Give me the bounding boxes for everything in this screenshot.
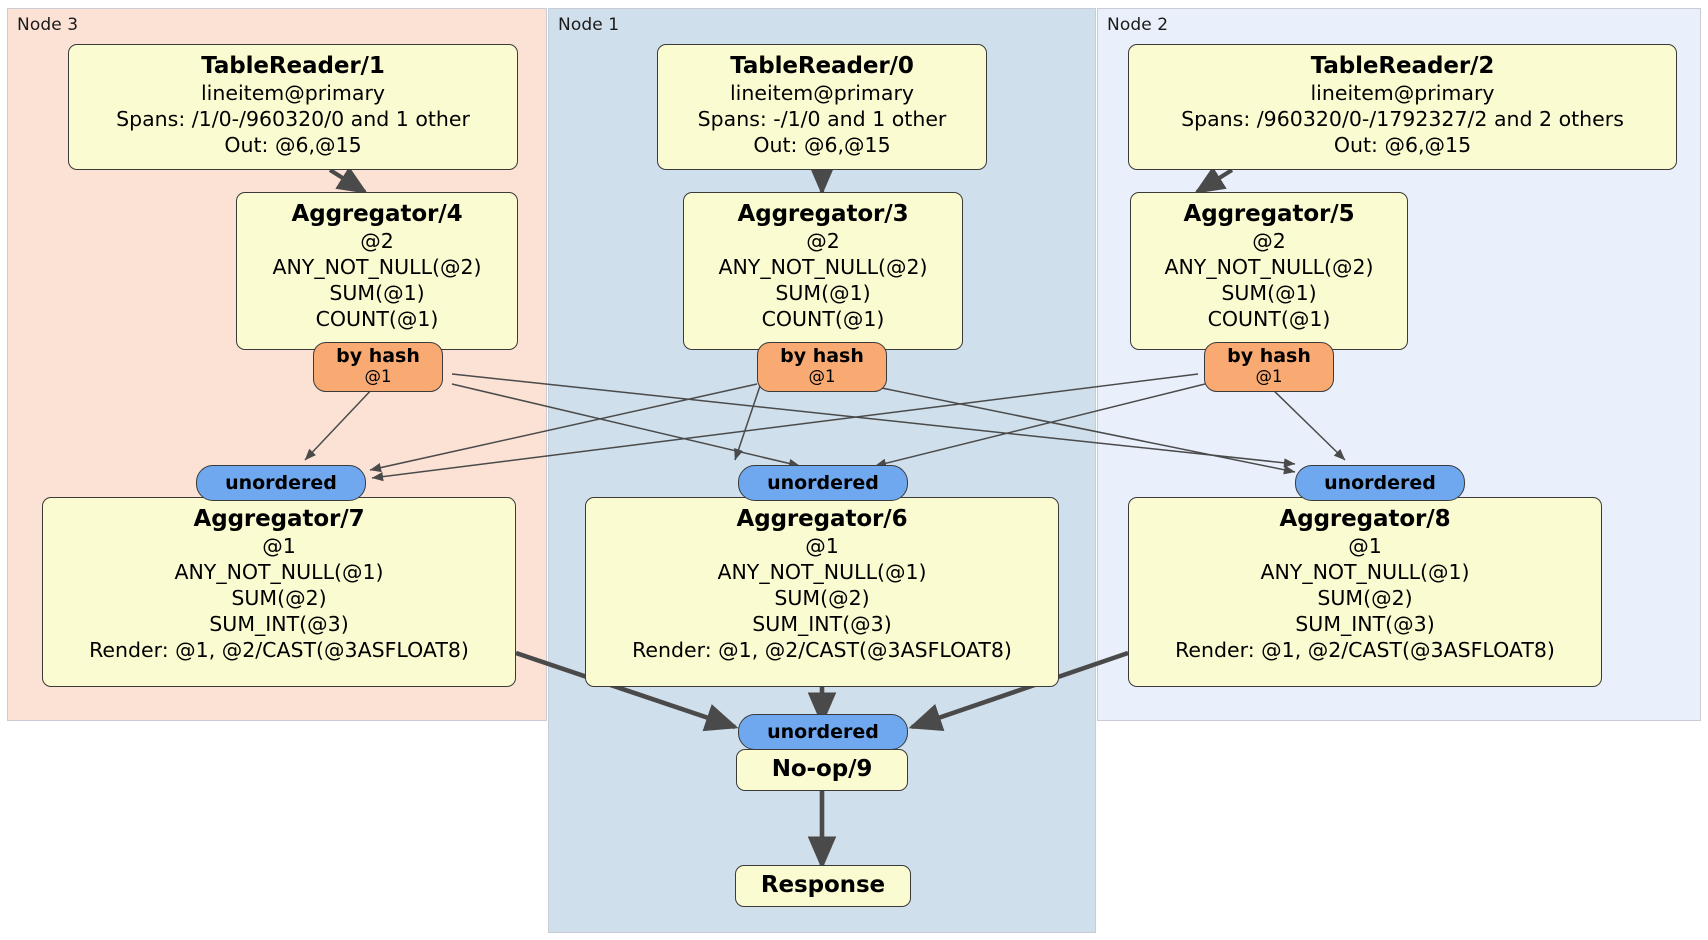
processor-tablereader-2[interactable]: TableReader/2 lineitem@primary Spans: /9…: [1128, 44, 1677, 170]
router-label: by hash: [780, 345, 864, 367]
processor-line: ANY_NOT_NULL(@2): [1164, 255, 1374, 280]
edge-hash5-sync7: [371, 373, 1199, 482]
router-column: @1: [364, 366, 392, 386]
edge-tr2-agg5: [1194, 166, 1234, 194]
processor-line: lineitem@primary: [200, 81, 386, 106]
processor-line: @2: [806, 229, 840, 254]
synchronizer-unordered-agg6[interactable]: unordered: [738, 465, 908, 501]
processor-line: @2: [360, 229, 394, 254]
edge-agg8-sync9: [908, 650, 1129, 731]
edge-hash4-sync7: [304, 385, 376, 461]
synchronizer-unordered-agg7[interactable]: unordered: [196, 465, 366, 501]
processor-line: SUM_INT(@3): [752, 612, 892, 637]
processor-title: No-op/9: [771, 756, 873, 782]
processor-title: TableReader/0: [730, 53, 914, 79]
processor-line: @1: [805, 534, 839, 559]
region-label-node-1: Node 1: [558, 15, 620, 35]
processor-line: SUM(@2): [774, 586, 870, 611]
processor-line: ANY_NOT_NULL(@1): [717, 560, 927, 585]
processor-line: @1: [1348, 534, 1382, 559]
processor-line: SUM(@2): [1317, 586, 1413, 611]
processor-line: Out: @6,@15: [1333, 133, 1472, 158]
processor-title: TableReader/1: [201, 53, 385, 79]
processor-aggregator-5[interactable]: Aggregator/5 @2 ANY_NOT_NULL(@2) SUM(@1)…: [1130, 192, 1408, 350]
router-by-hash-agg3[interactable]: by hash @1: [757, 342, 887, 392]
synchronizer-unordered-agg8[interactable]: unordered: [1295, 465, 1465, 501]
processor-line: lineitem@primary: [729, 81, 915, 106]
synchronizer-label: unordered: [767, 472, 879, 494]
processor-title: Aggregator/5: [1183, 201, 1355, 227]
processor-line: Render: @1, @2/CAST(@3ASFLOAT8): [89, 638, 469, 663]
processor-aggregator-8[interactable]: Aggregator/8 @1 ANY_NOT_NULL(@1) SUM(@2)…: [1128, 497, 1602, 687]
region-label-node-2: Node 2: [1107, 15, 1169, 35]
processor-title: Aggregator/7: [193, 506, 365, 532]
processor-line: ANY_NOT_NULL(@2): [272, 255, 482, 280]
router-column: @1: [808, 366, 836, 386]
edge-agg7-sync9: [515, 650, 739, 732]
processor-line: ANY_NOT_NULL(@1): [174, 560, 384, 585]
processor-line: ANY_NOT_NULL(@2): [718, 255, 928, 280]
processor-line: SUM(@1): [775, 281, 871, 306]
processor-line: Spans: /1/0-/960320/0 and 1 other: [116, 107, 470, 132]
processor-title: Aggregator/8: [1279, 506, 1451, 532]
router-label: by hash: [336, 345, 420, 367]
edge-hash3-sync8: [861, 383, 1296, 475]
edge-tr1-agg4: [328, 166, 368, 194]
processor-line: @2: [1252, 229, 1286, 254]
region-label-node-3: Node 3: [17, 15, 79, 35]
edge-hash5-sync8: [1268, 385, 1346, 461]
processor-aggregator-4[interactable]: Aggregator/4 @2 ANY_NOT_NULL(@2) SUM(@1)…: [236, 192, 518, 350]
router-label: by hash: [1227, 345, 1311, 367]
router-by-hash-agg4[interactable]: by hash @1: [313, 342, 443, 392]
processor-response[interactable]: Response: [735, 865, 911, 907]
processor-line: COUNT(@1): [315, 307, 439, 332]
edge-hash4-sync6: [451, 383, 801, 468]
processor-line: SUM(@2): [231, 586, 327, 611]
processor-line: lineitem@primary: [1310, 81, 1495, 106]
processor-line: COUNT(@1): [761, 307, 885, 332]
synchronizer-label: unordered: [1324, 472, 1436, 494]
synchronizer-label: unordered: [225, 472, 337, 494]
processor-title: Aggregator/6: [736, 506, 908, 532]
processor-tablereader-1[interactable]: TableReader/1 lineitem@primary Spans: /1…: [68, 44, 518, 170]
processor-line: Out: @6,@15: [224, 133, 362, 158]
processor-aggregator-6[interactable]: Aggregator/6 @1 ANY_NOT_NULL(@1) SUM(@2)…: [585, 497, 1059, 687]
edge-hash3-sync7: [369, 383, 758, 473]
synchronizer-unordered-noop9[interactable]: unordered: [738, 714, 908, 750]
processor-line: SUM(@1): [329, 281, 425, 306]
processor-title: TableReader/2: [1310, 53, 1495, 79]
processor-line: SUM(@1): [1221, 281, 1317, 306]
router-column: @1: [1255, 366, 1283, 386]
processor-aggregator-3[interactable]: Aggregator/3 @2 ANY_NOT_NULL(@2) SUM(@1)…: [683, 192, 963, 350]
processor-title: Response: [760, 872, 886, 898]
processor-title: Aggregator/3: [737, 201, 909, 227]
router-by-hash-agg5[interactable]: by hash @1: [1204, 342, 1334, 392]
processor-title: Aggregator/4: [291, 201, 463, 227]
processor-line: Spans: /960320/0-/1792327/2 and 2 others: [1181, 107, 1624, 132]
edge-hash5-sync6: [874, 383, 1206, 468]
edge-hash4-sync8: [451, 373, 1296, 468]
edge-hash3-sync6: [734, 385, 761, 461]
processor-line: Out: @6,@15: [753, 133, 891, 158]
processor-line: SUM_INT(@3): [1295, 612, 1435, 637]
processor-line: Render: @1, @2/CAST(@3ASFLOAT8): [632, 638, 1012, 663]
processor-line: Render: @1, @2/CAST(@3ASFLOAT8): [1175, 638, 1555, 663]
processor-tablereader-0[interactable]: TableReader/0 lineitem@primary Spans: -/…: [657, 44, 987, 170]
processor-aggregator-7[interactable]: Aggregator/7 @1 ANY_NOT_NULL(@1) SUM(@2)…: [42, 497, 516, 687]
processor-line: COUNT(@1): [1207, 307, 1331, 332]
processor-line: ANY_NOT_NULL(@1): [1260, 560, 1470, 585]
processor-line: @1: [262, 534, 296, 559]
processor-noop-9[interactable]: No-op/9: [736, 749, 908, 791]
synchronizer-label: unordered: [767, 721, 879, 743]
processor-line: SUM_INT(@3): [209, 612, 349, 637]
processor-line: Spans: -/1/0 and 1 other: [697, 107, 947, 132]
